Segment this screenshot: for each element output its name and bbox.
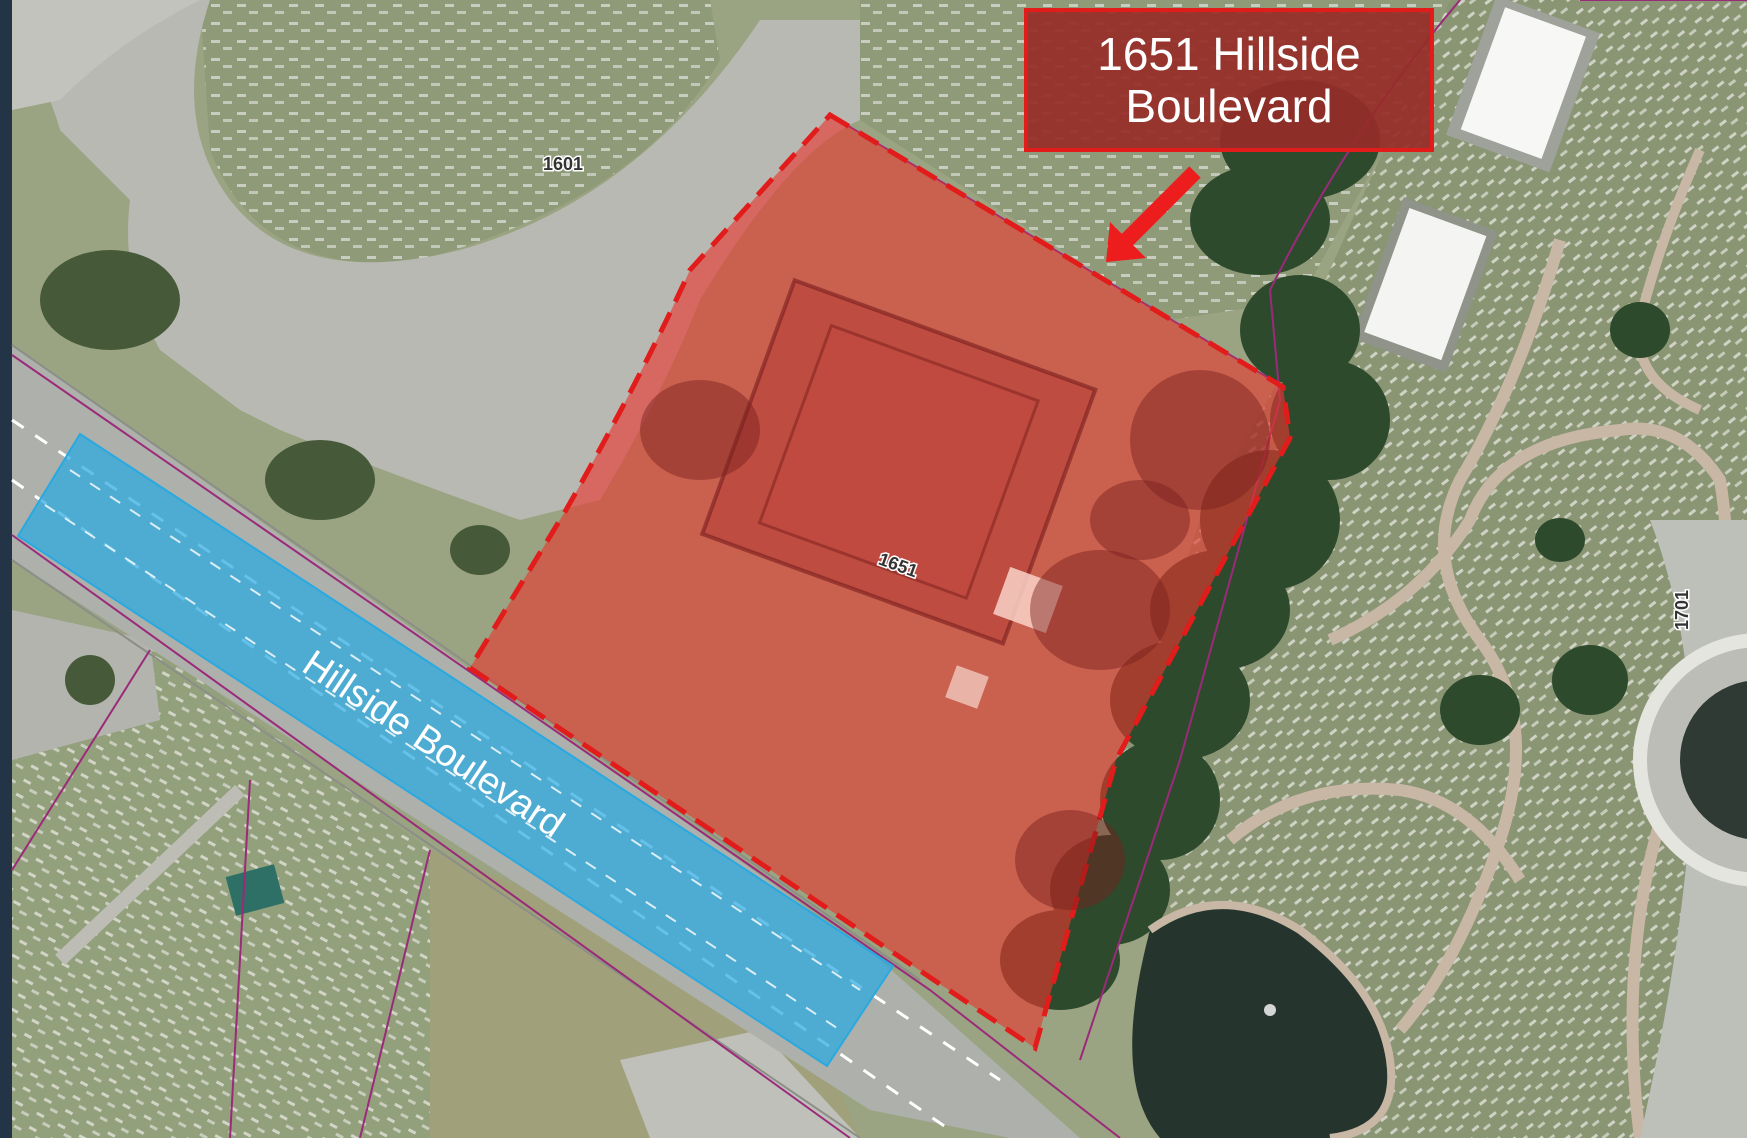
- cemetery-lawn-north: [200, 0, 720, 263]
- building-ne-2: [1352, 197, 1498, 373]
- parcel-number-1701: 1701: [1672, 590, 1692, 630]
- callout-line-2: Boulevard: [1125, 80, 1333, 132]
- pond: [1132, 905, 1392, 1138]
- subject-parcel: [466, 111, 1293, 1053]
- address-callout: 1651 Hillside Boulevard: [1024, 8, 1434, 152]
- parking-lot: [620, 1030, 860, 1138]
- building-ne-1: [1446, 0, 1600, 173]
- road-highlight: [16, 432, 895, 1068]
- tree-row: [1000, 80, 1670, 1010]
- arrow-icon: [1106, 166, 1201, 262]
- cemetery-lawn-sw: [12, 630, 430, 1138]
- callout-line-1: 1651 Hillside: [1097, 28, 1361, 80]
- frame-strip: [0, 0, 12, 1138]
- parcel-number-1601: 1601: [543, 154, 583, 174]
